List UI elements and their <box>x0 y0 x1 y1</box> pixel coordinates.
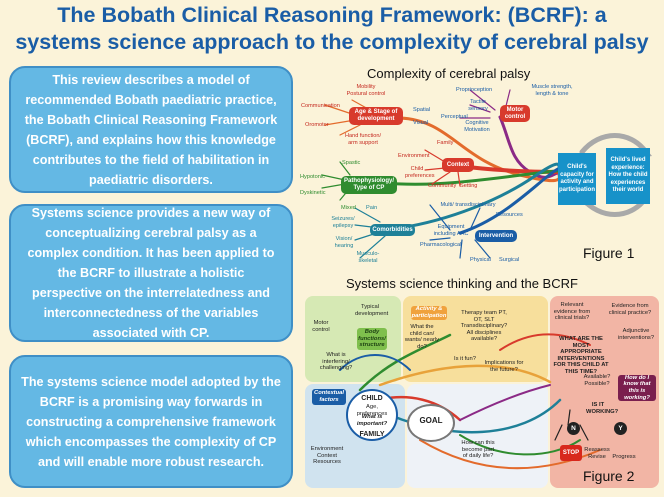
f1-muscle: Muscle strength, length & tone <box>531 84 573 97</box>
f2-child-age: Age, preferences <box>356 404 388 417</box>
f2-important: What is important? <box>356 414 388 427</box>
f2-is-working: IS IT WORKING? <box>586 402 619 415</box>
f2-child: CHILD <box>361 395 383 402</box>
f1-hypotonic: Hypotonic <box>300 174 325 180</box>
outcome-capacity: Child's capacity for activity and partic… <box>558 153 596 205</box>
f2-goal-circle <box>407 404 455 442</box>
summary-text-1: This review describes a model of recomme… <box>24 72 278 187</box>
f2-body-functions: Body functions/ structure <box>357 328 387 350</box>
title-line-2: systems science approach to the complexi… <box>15 30 649 54</box>
hub-pathophysiology: Pathophysiology/ Type of CP <box>341 176 397 194</box>
f1-community: Community <box>428 183 457 189</box>
f2-contextual: Contextual factors <box>312 389 346 405</box>
f2-progress: Progress <box>612 454 636 460</box>
summary-text-3: The systems science model adopted by the… <box>21 374 281 469</box>
hub-age-stage: Age & Stage of development <box>349 107 403 125</box>
f2-what-child: What the child can/ wants/ nearly do? <box>404 324 440 350</box>
f1-vision: Vision/ hearing <box>334 236 354 249</box>
f2-activity: Activity & participation <box>411 306 447 320</box>
f1-mixed: Mixed <box>341 205 356 211</box>
f2-child-family-circle <box>346 389 398 441</box>
f2-relevant: Relevant evidence from clinical trials? <box>553 302 591 322</box>
f2-available: Available? Possible? <box>583 374 611 387</box>
f1-environment: Environment <box>398 153 430 159</box>
f1-multi: Multi/ transdisciplinary <box>440 202 496 208</box>
f2-reassess: Reassess Revise <box>584 447 610 460</box>
f1-spatial: Spatial <box>413 107 431 113</box>
f2-env-context: Environment Context Resources <box>310 446 344 466</box>
f2-motor-control: Motor control <box>312 320 330 333</box>
f1-musculo: Musculo- skeletal <box>356 251 380 264</box>
summary-text-2: Systems science provides a new way of co… <box>27 206 275 340</box>
f1-setting: Setting <box>460 183 478 189</box>
figure2-label: Figure 2 <box>583 468 635 484</box>
f1-tactile: Tactile sensory <box>468 99 488 112</box>
f2-goal: GOAL <box>419 416 443 425</box>
f2-is-fun: Is it fun? <box>454 356 476 362</box>
f2-y-marker: Y <box>614 422 627 435</box>
hub-comorbidities: Comorbidities <box>370 224 415 236</box>
poster-title: The Bobath Clinical Reasoning Framework:… <box>0 2 664 56</box>
f2-therapy: Therapy team PT, OT, SLT Transdisciplina… <box>460 310 508 343</box>
hub-context: Context <box>442 158 474 172</box>
summary-panel-2: Systems science provides a new way of co… <box>9 204 293 342</box>
f1-cognitive: Cognitive Motivation <box>464 120 490 133</box>
f1-family: Family <box>437 140 454 146</box>
figure2-title: Systems science thinking and the BCRF <box>346 276 578 291</box>
f2-most-appropriate: WHAT ARE THE MOST APPROPRIATE INTERVENTI… <box>553 336 609 375</box>
f1-child-preferences: Child preferences <box>405 166 435 179</box>
f2-interfering: What is interfering/ challenging? <box>319 352 353 372</box>
f1-visual: Visual <box>413 120 429 126</box>
f2-family: FAMILY <box>359 431 385 438</box>
title-line-1: The Bobath Clinical Reasoning Framework:… <box>57 3 607 27</box>
f1-oromotor: Oromotor <box>305 122 329 128</box>
f1-equipment: Equipment including AAC <box>433 224 469 237</box>
f1-dyskinetic: Dyskinetic <box>300 190 326 196</box>
f1-proprioception: Proprioception <box>456 87 493 93</box>
figure1-label: Figure 1 <box>583 245 635 261</box>
f1-resources: Resources <box>496 212 523 218</box>
f1-communication: Communication <box>301 103 340 109</box>
f2-daily-life: How can this become part of daily life? <box>461 440 495 460</box>
f2-n-marker: N <box>567 422 580 435</box>
outcome-lived-experience: Child's lived experience: How the child … <box>606 148 650 204</box>
f2-how-know: How do I know that this is working? <box>618 375 656 401</box>
f1-spastic: Spastic <box>342 160 361 166</box>
f2-implications: Implications for the future? <box>484 360 524 373</box>
f1-pharmacological: Pharmacological <box>420 242 462 248</box>
hub-motor-control: Motor control <box>500 105 530 122</box>
f2-evidence-practice: Evidence from clinical practice? <box>608 303 652 316</box>
f2-adjunctive: Adjunctive interventions? <box>617 328 655 341</box>
summary-panel-3: The systems science model adopted by the… <box>9 355 293 488</box>
f1-hand: Hand function/ arm support <box>344 133 382 146</box>
f1-pain: Pain <box>366 205 378 211</box>
f1-perceptual: Perceptual <box>441 114 468 120</box>
summary-panel-1: This review describes a model of recomme… <box>9 66 293 193</box>
f1-mobility: Mobility Postural control <box>346 84 386 97</box>
f2-typical: Typical development <box>355 304 389 317</box>
f1-surgical: Surgical <box>499 257 520 263</box>
hub-intervention: Intervention <box>475 230 517 242</box>
f2-stop-sign: STOP <box>560 445 582 461</box>
f1-seizures: Seizures/ epilepsy <box>331 216 355 229</box>
figure1-title: Complexity of cerebral palsy <box>367 66 531 81</box>
f1-physical: Physical <box>470 257 491 263</box>
